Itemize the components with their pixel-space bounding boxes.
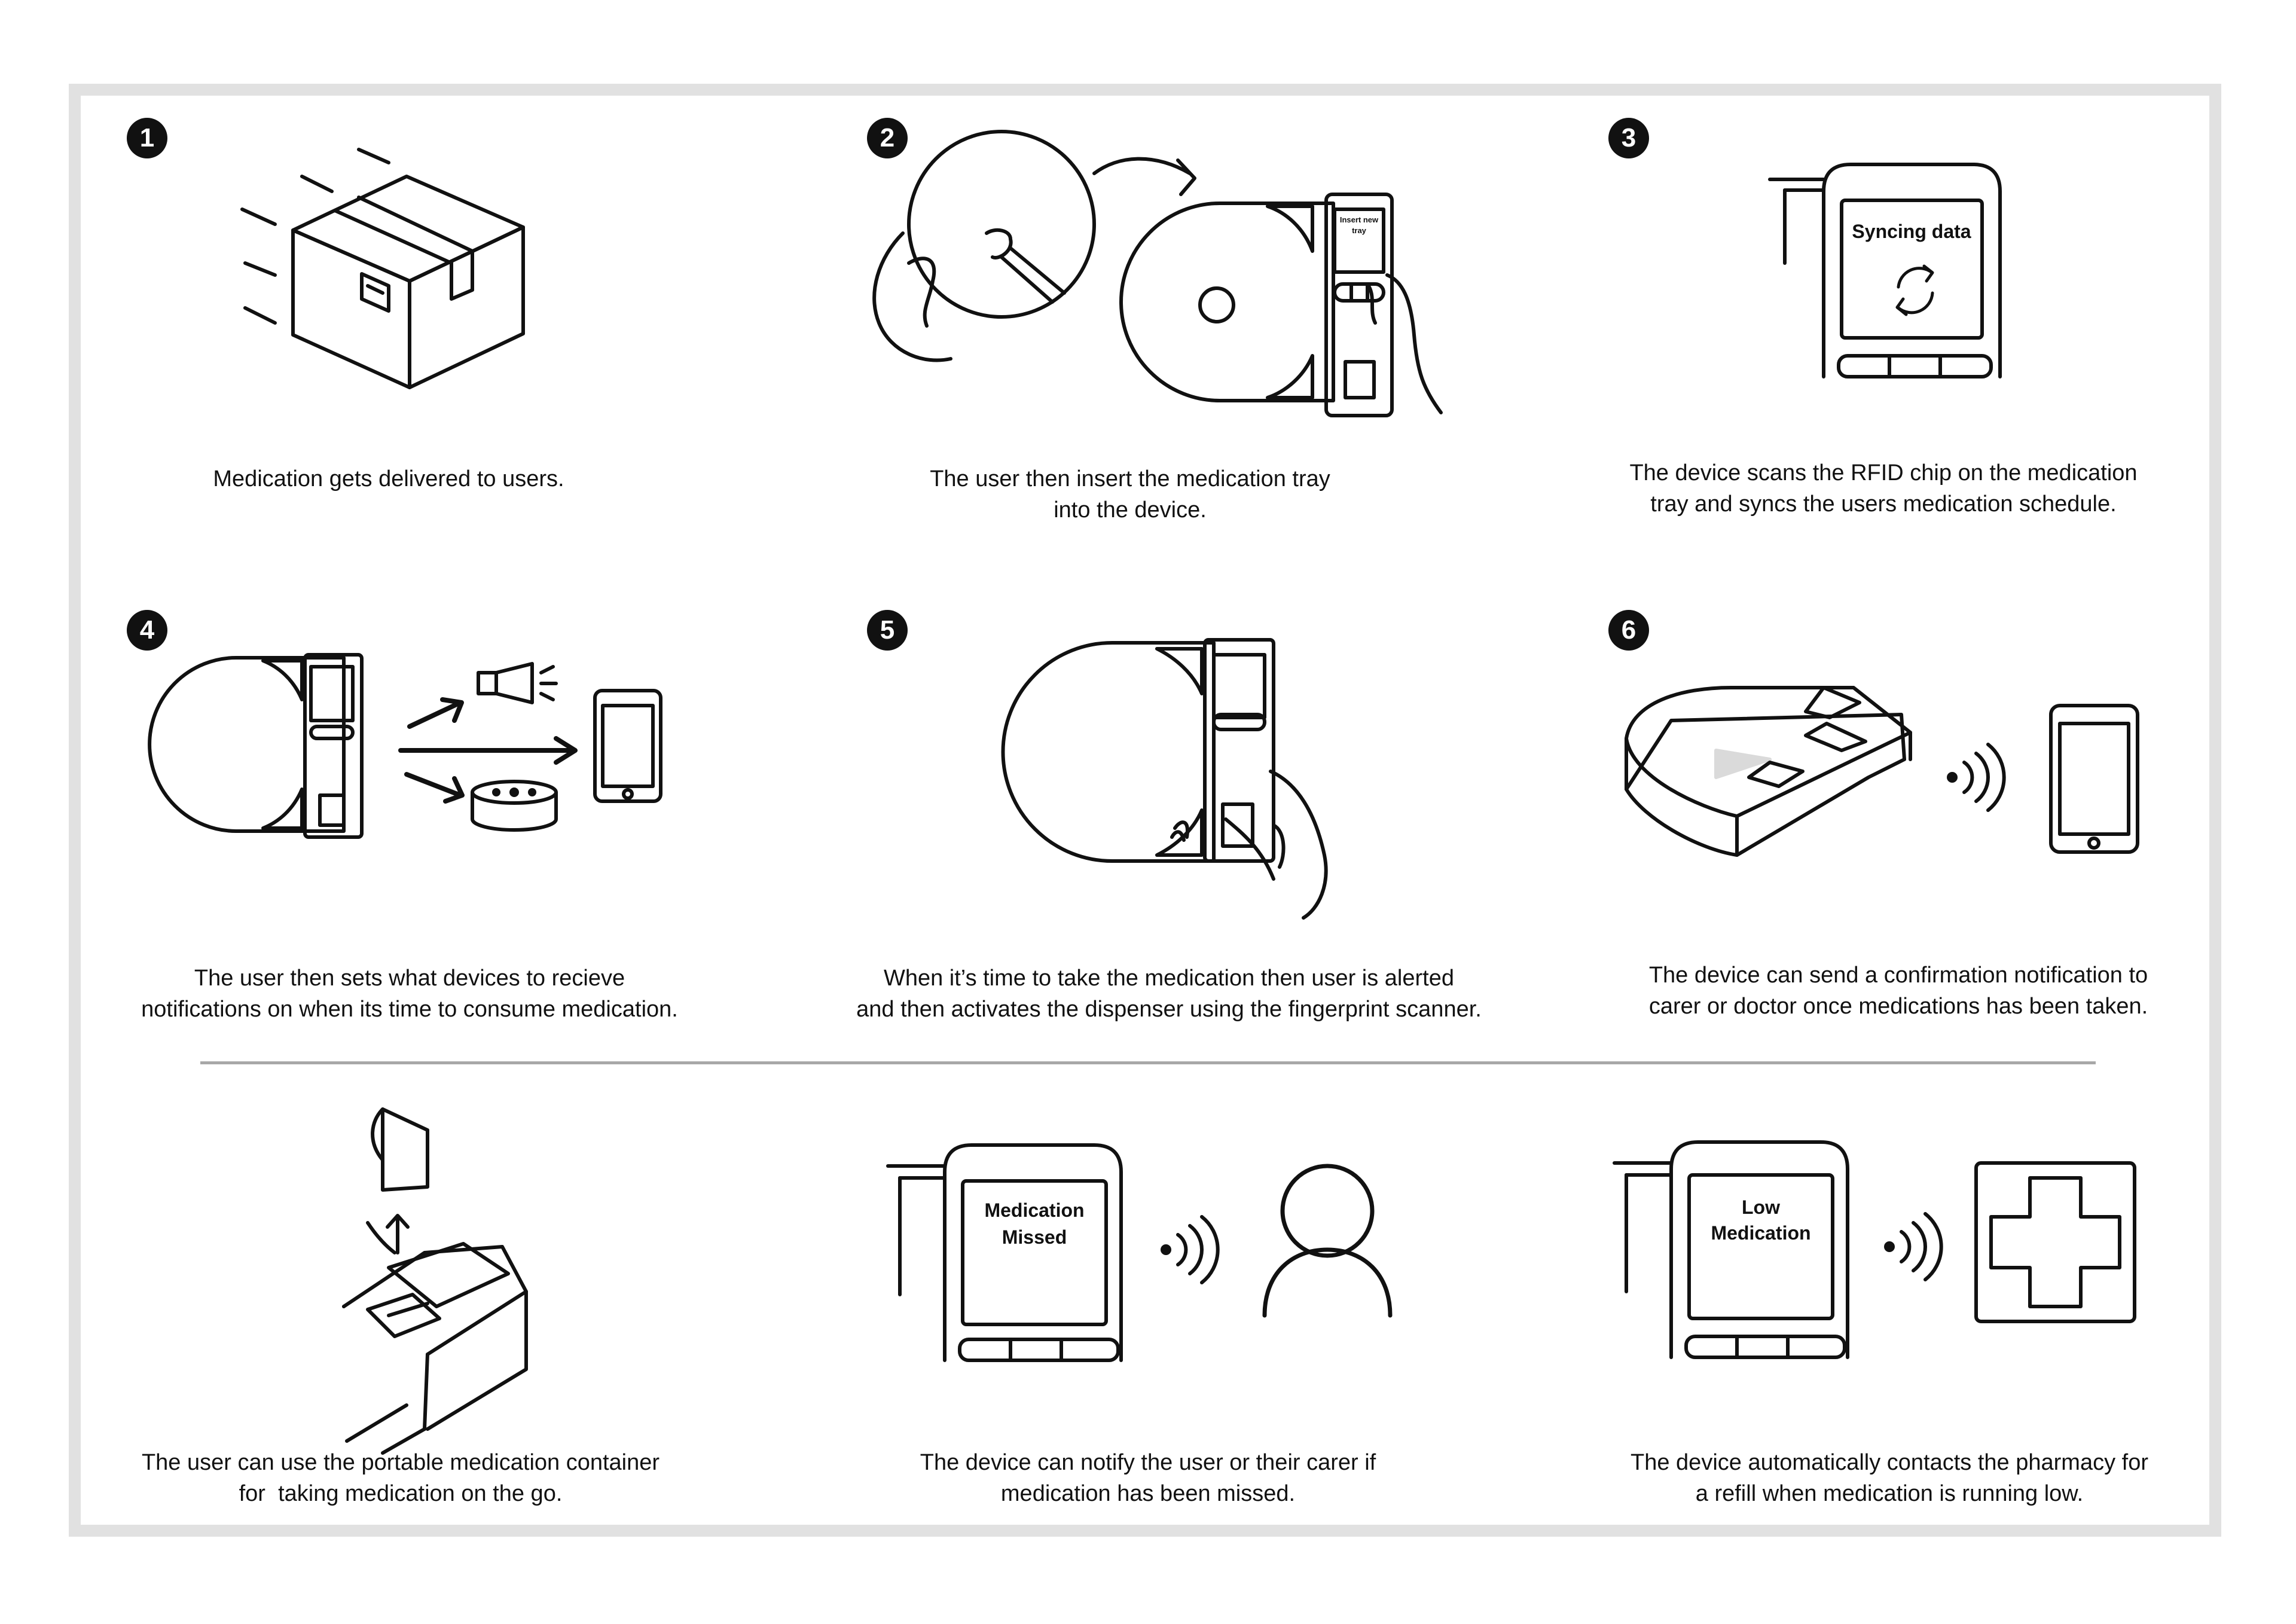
delivery-box-icon [240,148,525,389]
speaker-icon [477,662,558,704]
caption-line: The device can send a confirmation notif… [1648,963,2148,988]
caption-line: a refill when medication is running low. [1695,1481,2084,1506]
extra-caption: The device automatically contacts the ph… [1578,1447,2200,1509]
caption-line: Medication gets delivered to users. [213,466,564,492]
device-icon [1613,1140,1849,1359]
device-icon [1768,163,2002,378]
device-icon [1119,193,1443,417]
step-number-badge: 5 [867,610,908,651]
screen-syncing-text: Syncing data [1852,221,1971,242]
pharmacy-cross-icon [1974,1161,2136,1323]
step-number-badge: 6 [1608,610,1649,651]
screen-low-line1: Low [1742,1196,1780,1218]
wireless-signal-icon [1161,1215,1220,1284]
caption-line: carer or doctor once medications has bee… [1648,994,2148,1019]
medication-tray-icon [907,130,1196,319]
smartphone-icon [2049,704,2139,854]
caption-line: The device automatically contacts the ph… [1631,1450,2148,1475]
hand-icon [1224,770,1328,920]
screen-low-line2: Medication [1711,1222,1810,1244]
screen-insert-tray-line1: Insert new [1340,215,1379,224]
smart-speaker-icon [471,780,558,832]
step-caption: The user then sets what devices to recie… [84,963,735,1025]
extra-caption: The user can use the portable medication… [90,1447,712,1509]
step-number-badge: 1 [127,118,167,158]
device-icon [1625,686,1912,857]
device-icon [148,653,364,839]
screen-missed-line1: Medication [984,1199,1084,1221]
extra-caption: The device can notify the user or their … [837,1447,1459,1509]
fingerprint-icon [1170,820,1189,842]
step-caption: The user then insert the medication tray… [825,463,1435,526]
caption-line: for taking medication on the go. [239,1481,563,1506]
step-caption: The device scans the RFID chip on the me… [1578,457,2188,520]
wireless-signal-icon [1947,743,2006,812]
step-number-badge: 2 [867,118,908,158]
caption-line: The user then sets what devices to recie… [194,966,625,991]
caption-line: notifications on when its time to consum… [141,997,678,1022]
step-caption: Medication gets delivered to users. [84,463,694,494]
step-caption: When it’s time to take the medication th… [801,963,1537,1025]
caption-line: tray and syncs the users medication sche… [1650,492,2117,517]
wireless-signal-icon [1884,1212,1943,1281]
device-icon [1001,638,1275,863]
device-icon [886,1143,1123,1362]
caption-line: The user can use the portable medication… [141,1450,660,1475]
portable-container-icon [342,1107,528,1455]
caption-line: medication has been missed. [1000,1481,1296,1506]
caption-line: into the device. [1054,497,1207,523]
screen-insert-tray-line2: tray [1352,226,1367,235]
caption-line: When it’s time to take the medication th… [883,966,1454,991]
step-number-badge: 3 [1608,118,1649,158]
caption-line: and then activates the dispenser using t… [856,997,1482,1022]
screen-missed-line2: Missed [1002,1226,1067,1248]
person-icon [1262,1164,1393,1318]
caption-line: The device can notify the user or their … [920,1450,1376,1475]
hand-icon [872,231,952,362]
smartphone-icon [593,689,662,803]
arrows [398,697,578,804]
sync-icon [1895,264,1934,316]
caption-line: The user then insert the medication tray [930,466,1330,492]
section-divider [200,1061,2096,1064]
caption-line: The device scans the RFID chip on the me… [1629,460,2138,486]
step-number-badge: 4 [127,610,167,651]
infographic-frame [69,84,2221,1537]
step-caption: The device can send a confirmation notif… [1584,960,2212,1022]
